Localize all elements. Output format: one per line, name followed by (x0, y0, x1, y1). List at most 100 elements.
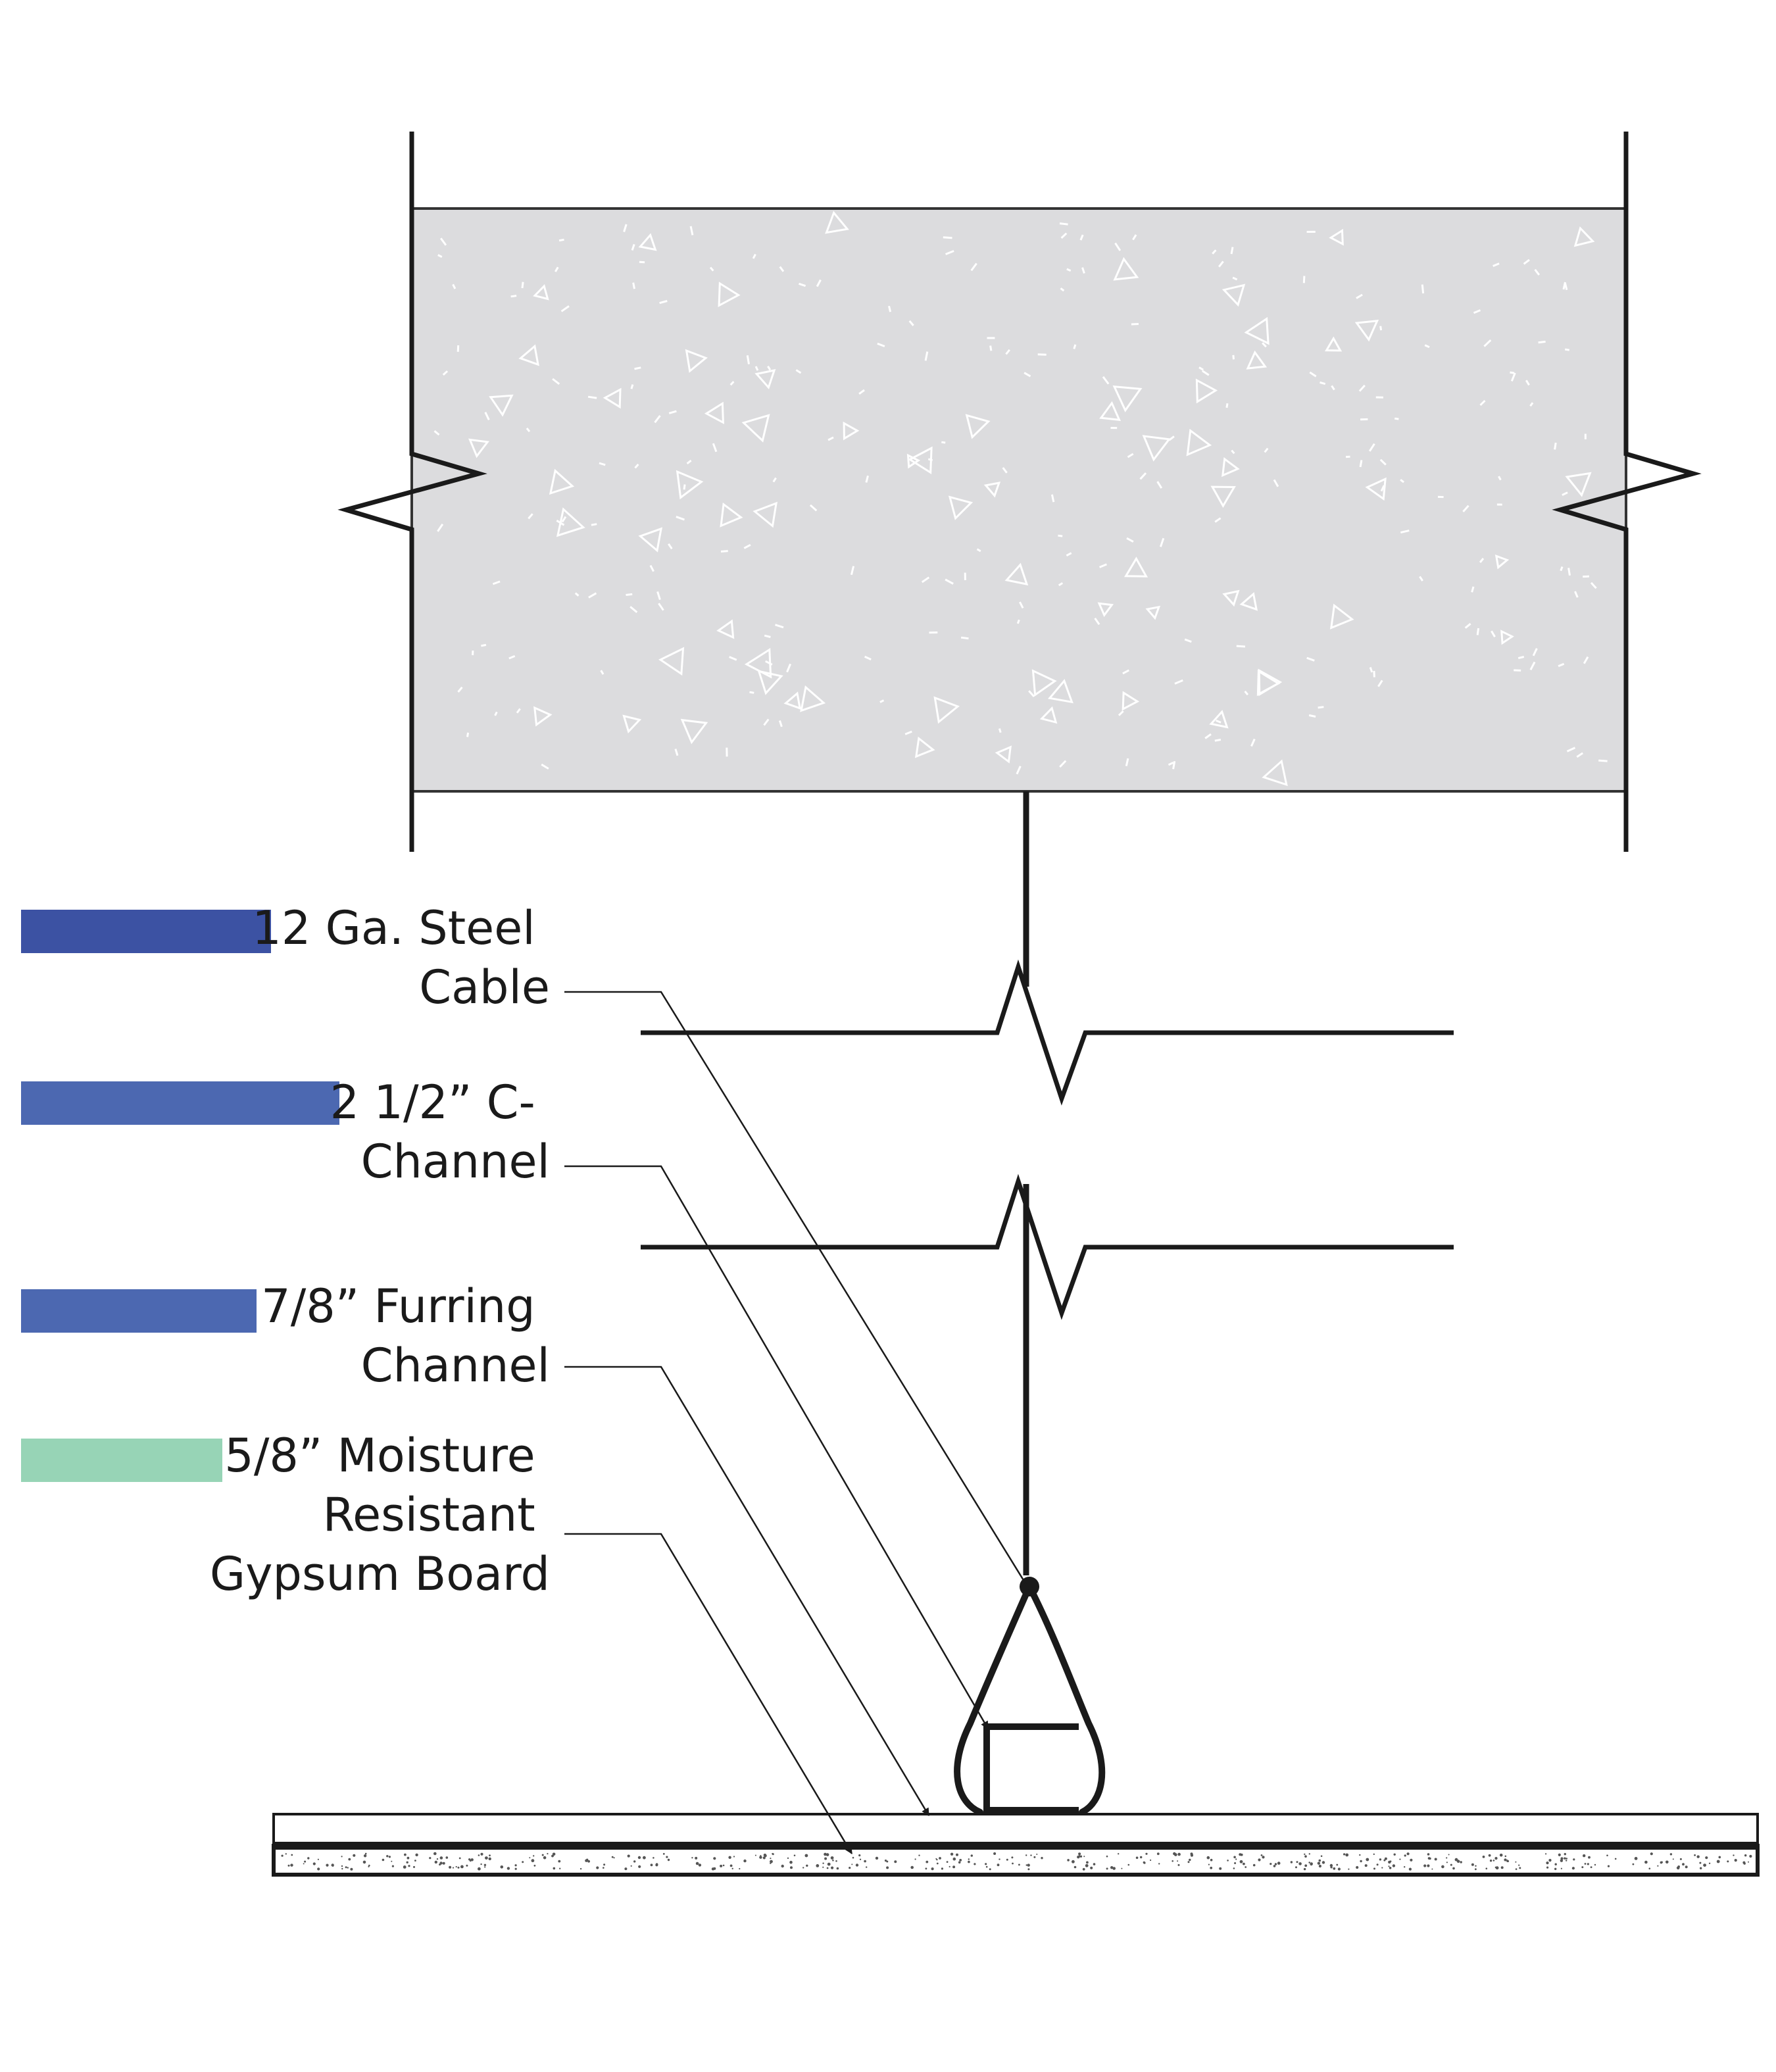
gypsum-speck (1644, 1860, 1648, 1864)
gypsum-board (272, 1842, 1760, 1877)
gypsum-speck (1718, 1856, 1721, 1859)
gypsum-speck (713, 1857, 716, 1860)
aggregate-stone (1195, 378, 1218, 404)
aggregate-fleck (659, 300, 668, 305)
aggregate-stone (1221, 284, 1246, 307)
gypsum-speck (630, 1865, 632, 1867)
aggregate-stone (1209, 710, 1229, 729)
gypsum-speck (1018, 1863, 1020, 1866)
aggregate-fleck (799, 282, 806, 287)
aggregate-fleck (452, 284, 456, 289)
aggregate-fleck (816, 279, 822, 287)
gypsum-speck (1716, 1860, 1720, 1863)
gypsum-speck (484, 1866, 486, 1868)
leader-line-gypsum-board (564, 1533, 853, 1855)
gypsum-speck (1743, 1862, 1746, 1865)
gypsum-speck (489, 1854, 491, 1857)
gypsum-speck (1499, 1854, 1503, 1857)
gypsum-speck (1078, 1852, 1081, 1856)
gypsum-speck (1150, 1859, 1152, 1862)
gypsum-speck (1475, 1868, 1477, 1871)
gypsum-speck (1233, 1867, 1235, 1869)
gypsum-speck (1106, 1855, 1108, 1858)
aggregate-stone (704, 401, 724, 424)
gypsum-speck (1317, 1862, 1321, 1865)
gypsum-speck (633, 1860, 636, 1863)
gypsum-speck (952, 1865, 956, 1869)
gypsum-speck (414, 1860, 416, 1862)
aggregate-fleck (1510, 371, 1515, 374)
gypsum-speck (1156, 1852, 1160, 1856)
legend-swatch-furring-channel (21, 1289, 257, 1333)
gypsum-speck (341, 1856, 343, 1858)
gypsum-speck (480, 1852, 483, 1856)
gypsum-speck (1243, 1862, 1245, 1865)
aggregate-fleck (654, 414, 661, 424)
gypsum-speck (627, 1854, 630, 1858)
aggregate-fleck (749, 691, 754, 694)
gypsum-speck (816, 1864, 820, 1867)
aggregate-fleck (1127, 453, 1134, 458)
aggregate-fleck (1424, 344, 1430, 349)
gypsum-speck (1546, 1866, 1549, 1869)
aggregate-fleck (552, 378, 560, 385)
aggregate-fleck (1059, 760, 1067, 768)
gypsum-speck (1590, 1866, 1592, 1869)
gypsum-speck (1489, 1860, 1492, 1862)
gypsum-speck (362, 1860, 366, 1864)
aggregate-fleck (1005, 349, 1010, 355)
gypsum-speck (1504, 1855, 1507, 1858)
gypsum-speck (910, 1865, 914, 1869)
gypsum-speck (864, 1860, 866, 1863)
aggregate-fleck (775, 624, 784, 629)
gypsum-speck (1699, 1862, 1702, 1864)
aggregate-fleck (1168, 435, 1175, 441)
aggregate-fleck (1066, 268, 1072, 272)
gypsum-speck (488, 1857, 491, 1861)
aggregate-fleck (850, 566, 855, 576)
aggregate-fleck (779, 266, 785, 272)
gypsum-speck (543, 1856, 547, 1860)
gypsum-speck (793, 1854, 796, 1857)
gypsum-texture (281, 1852, 1752, 1871)
gypsum-speck (1210, 1858, 1213, 1862)
gypsum-speck (1260, 1854, 1263, 1856)
aggregate-stone (741, 414, 770, 443)
aggregate-stone (783, 691, 802, 710)
gypsum-speck (1143, 1861, 1146, 1864)
gypsum-speck (457, 1866, 460, 1869)
aggregate-fleck (484, 412, 490, 420)
gypsum-speck (830, 1856, 834, 1860)
gypsum-speck (936, 1862, 939, 1865)
gypsum-speck (317, 1858, 319, 1860)
aggregate-stone (1113, 257, 1139, 281)
gypsum-speck (1560, 1867, 1562, 1869)
gypsum-speck (826, 1867, 829, 1869)
gypsum-speck (1381, 1867, 1383, 1869)
aggregate-fleck (1400, 479, 1405, 483)
aggregate-fleck (1236, 645, 1246, 648)
gypsum-speck (1072, 1860, 1075, 1863)
aggregate-fleck (1002, 467, 1008, 474)
aggregate-fleck (1066, 552, 1072, 557)
aggregate-fleck (1308, 714, 1316, 718)
gypsum-speck (1748, 1861, 1749, 1863)
aggregate-stone (680, 718, 708, 745)
aggregate-stone (800, 685, 826, 712)
gypsum-speck (1208, 1863, 1210, 1865)
gypsum-speck (1665, 1860, 1669, 1864)
legend-label-steel-cable: 12 Ga. Steel Cable (252, 901, 550, 1014)
aggregate-fleck (1214, 739, 1221, 742)
gypsum-speck (997, 1863, 1000, 1867)
aggregate-fleck (556, 520, 565, 526)
aggregate-stone (716, 619, 735, 639)
aggregate-fleck (481, 643, 487, 647)
aggregate-fleck (1204, 733, 1212, 739)
aggregate-stone (658, 647, 685, 676)
gypsum-speck (1033, 1856, 1036, 1858)
aggregate-fleck (1218, 260, 1224, 268)
gypsum-speck (1321, 1861, 1325, 1864)
gypsum-speck (1359, 1854, 1361, 1856)
gypsum-speck (650, 1863, 653, 1867)
aggregate-fleck (1517, 656, 1525, 660)
